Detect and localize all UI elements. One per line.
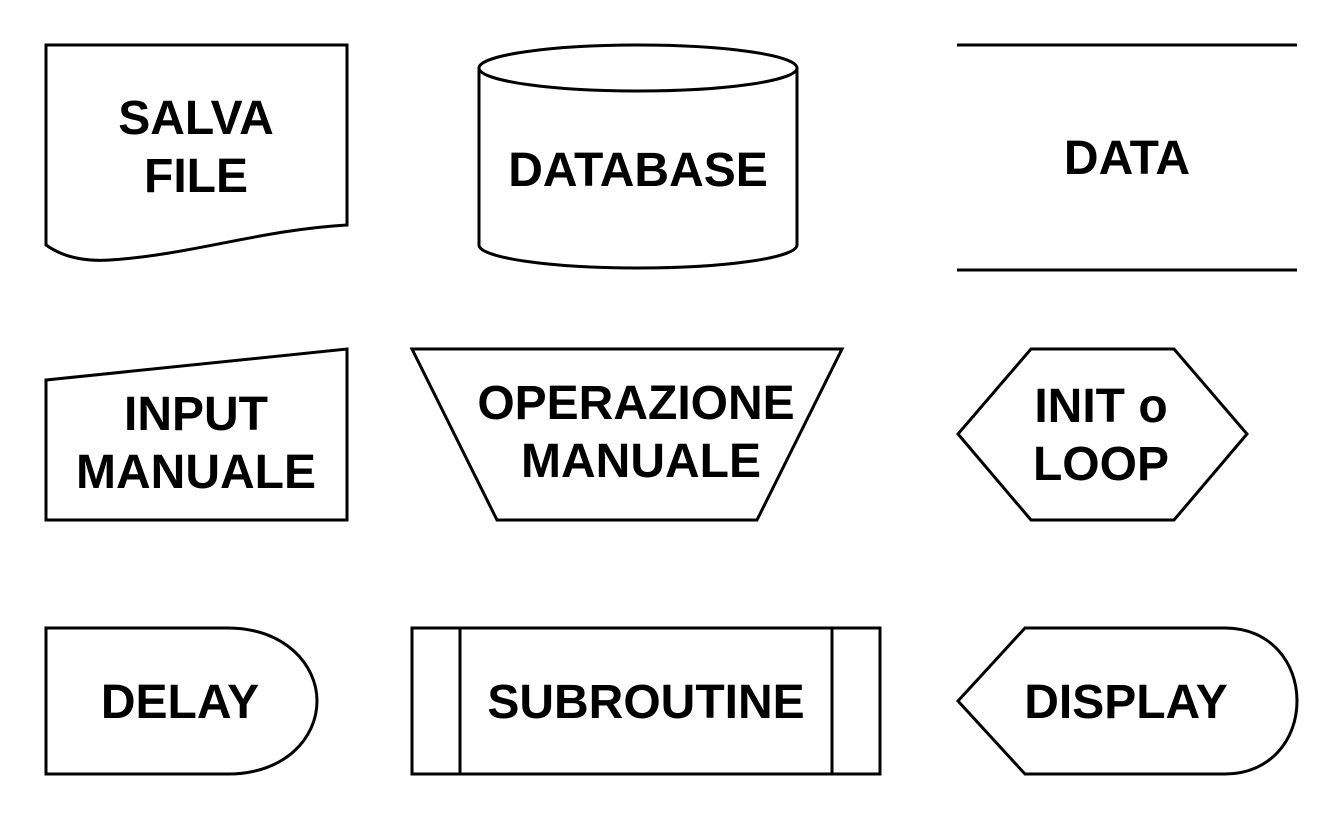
manual-operation-label-line-2: MANUALE xyxy=(521,435,761,488)
preparation-hexagon-shape: INIT o LOOP xyxy=(956,347,1249,522)
predefined-process-shape: SUBROUTINE xyxy=(410,626,882,776)
document-label-line-2: FILE xyxy=(144,150,248,203)
manual-input-shape: INPUT MANUALE xyxy=(44,347,349,522)
manual-input-label-line-1: INPUT xyxy=(124,388,268,441)
manual-input-label-line-2: MANUALE xyxy=(76,446,316,499)
manual-operation-label-line-1: OPERAZIONE xyxy=(477,377,794,430)
data-lines-shape: DATA xyxy=(957,43,1297,272)
document-label-line-1: SALVA xyxy=(118,92,274,145)
delay-label: DELAY xyxy=(101,676,259,729)
preparation-label-line-2: LOOP xyxy=(1033,438,1169,491)
data-label: DATA xyxy=(1064,132,1190,185)
database-label: DATABASE xyxy=(508,144,768,197)
subroutine-label: SUBROUTINE xyxy=(487,676,804,729)
manual-operation-shape: OPERAZIONE MANUALE xyxy=(409,347,845,522)
display-shape: DISPLAY xyxy=(955,626,1299,776)
document-shape: SALVA FILE xyxy=(44,43,349,262)
display-label: DISPLAY xyxy=(1024,676,1228,729)
database-cylinder-shape: DATABASE xyxy=(477,43,799,270)
delay-shape: DELAY xyxy=(44,626,319,776)
preparation-label-line-1: INIT o xyxy=(1034,380,1167,433)
